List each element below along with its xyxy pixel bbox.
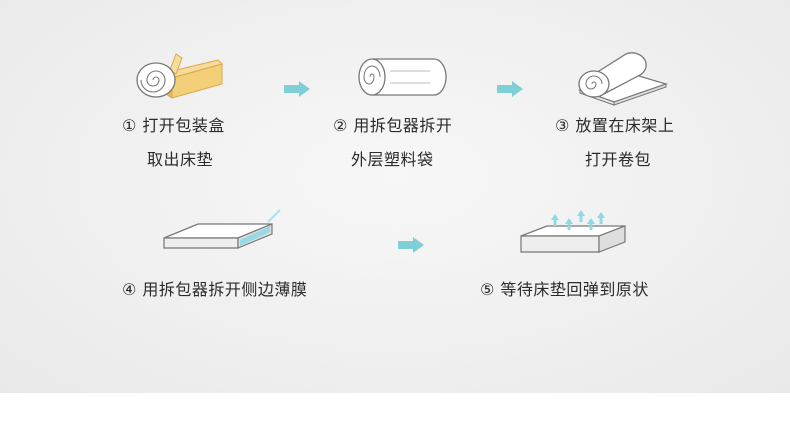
step-2-line-1: ② 用拆包器拆开 <box>333 112 452 136</box>
flat-mattress-film-icon <box>160 208 285 258</box>
rolled-mattress-icon <box>352 55 447 100</box>
step-1-line-1: ① 打开包装盒 <box>122 112 225 136</box>
step-1-line-2: 取出床垫 <box>147 146 213 170</box>
instruction-panel: ① 打开包装盒 取出床垫 ② 用拆包器拆开 外层塑料袋 <box>0 0 790 393</box>
arrow-right-icon <box>398 237 424 253</box>
step-3-line-1: ③ 放置在床架上 <box>555 112 674 136</box>
step-2-line-2: 外层塑料袋 <box>351 146 434 170</box>
step-4-line-1: ④ 用拆包器拆开侧边薄膜 <box>122 276 307 300</box>
step-5-line-1: ⑤ 等待床垫回弹到原状 <box>480 276 649 300</box>
step-3-line-2: 打开卷包 <box>585 146 651 170</box>
mattress-box-icon <box>130 50 230 105</box>
expanding-mattress-icon <box>517 208 632 258</box>
unrolling-mattress-icon <box>572 44 672 106</box>
arrow-right-icon <box>497 81 523 97</box>
arrow-right-icon <box>284 81 310 97</box>
